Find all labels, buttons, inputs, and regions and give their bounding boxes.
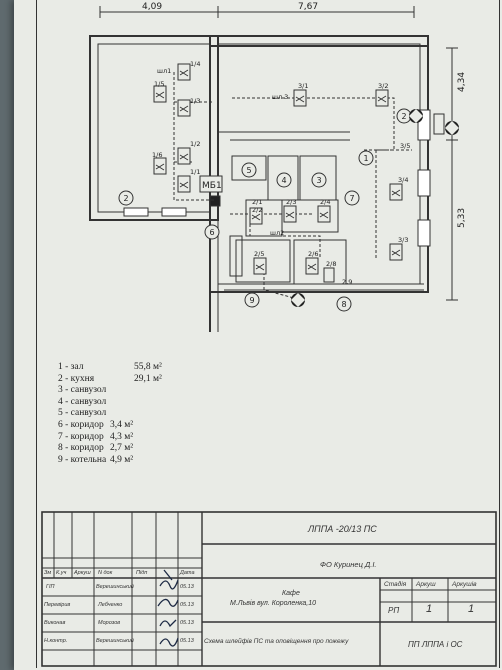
title-object-line1: Кафе (282, 590, 300, 597)
header-ndok: N док (98, 570, 113, 576)
role-row-ncontrol-date: 05.13 (180, 638, 194, 644)
title-org: ПП ЛППА і ОС (408, 640, 463, 649)
device-2-5: 2/5 (254, 250, 264, 258)
room-3: 3 (316, 176, 321, 185)
device-2-4: 2/4 (320, 198, 330, 206)
value-stadia: РП (388, 606, 400, 615)
legend-row: 4 - санвузол (58, 396, 107, 407)
role-row-done-name: Морозов (98, 620, 121, 626)
room-8: 8 (341, 300, 346, 309)
room-1: 1 (363, 154, 368, 163)
role-row-ncontrol-name: Верешинський (96, 638, 134, 644)
device-2-3: 2/3 (286, 198, 296, 206)
title-block-grid (41, 511, 497, 667)
room-7: 7 (349, 194, 354, 203)
device-1-3: 1/3 (190, 97, 200, 105)
col-header-arkush: Аркуш (416, 581, 436, 588)
title-code: ЛППА -20/13 ПС (308, 524, 377, 534)
room-6: 6 (209, 228, 214, 237)
header-data: Дата (180, 570, 195, 576)
device-3-3: 3/3 (398, 236, 408, 244)
room-9: 9 (249, 296, 254, 305)
loop-label-shl1: шл1 (157, 67, 171, 75)
device-2-8: 2/8 (326, 260, 336, 268)
floor-plan: 4,09 7,67 4,34 5,33 шл1 шл2 шл 3 1/4 1/5… (89, 2, 467, 332)
role-row-checked-name: Лебченко (98, 602, 123, 608)
device-2-6: 2/6 (308, 250, 318, 258)
value-arkushiv: 1 (468, 603, 475, 615)
dim-right-top: 4,34 (457, 72, 467, 92)
legend-row: 3 - санвузол (58, 385, 107, 396)
device-1-5: 1/5 (154, 80, 164, 88)
device-3-5: 3/5 (400, 142, 410, 150)
role-row-checked-date: 05.13 (180, 602, 194, 608)
dim-right-bottom: 5,33 (457, 208, 467, 228)
panel-mb1: МБ1 (202, 181, 222, 191)
legend-row: 5 - санвузол (58, 408, 107, 419)
title-block: ЛППА -20/13 ПС ФО Куринец Д.І. Кафе М.Ль… (36, 510, 498, 668)
role-row-done-date: 05.13 (180, 620, 194, 626)
dim-top-right: 7,67 (298, 2, 318, 12)
role-row-gip-name: Верешинський (96, 584, 134, 590)
device-3-4: 3/4 (398, 176, 408, 184)
device-1-1: 1/1 (190, 168, 200, 176)
role-row-done: Виконав (44, 620, 66, 626)
role-row-checked: Перевірив (44, 602, 71, 608)
header-pidp: Підп (136, 570, 148, 576)
device-2-1: 2/1 (252, 198, 262, 206)
header-kilk: К.уч (56, 570, 67, 576)
device-3-2: 3/2 (378, 82, 388, 90)
header-arkush: Аркуш (74, 570, 91, 576)
header-zm: Зм (44, 570, 52, 576)
device-1-2: 1/2 (190, 140, 200, 148)
col-header-stadia: Стадія (384, 581, 407, 588)
role-row-gip-date: 05.13 (180, 584, 194, 590)
sheet-frame (36, 0, 500, 668)
device-2-9: 2,9 (342, 278, 352, 286)
loop-label-shl2: шл2 (270, 229, 284, 237)
device-3-1: 3/1 (298, 82, 308, 90)
device-2-2: 2/2 (252, 206, 262, 214)
device-1-4: 1/4 (190, 60, 200, 68)
dim-top-left: 4,09 (142, 2, 162, 12)
title-drawing: Схема шлейфів ПС та оповіщення про пожеж… (204, 638, 349, 645)
value-arkush: 1 (426, 603, 433, 615)
role-row-ncontrol: Н.контр. (44, 638, 68, 644)
siren-2-label: 2 (401, 112, 406, 121)
title-owner: ФО Куринец Д.І. (320, 560, 377, 569)
room-5: 5 (246, 166, 251, 175)
role-row-gip: ГІП (46, 584, 55, 590)
room-4: 4 (281, 176, 286, 185)
loop-label-shl3: шл 3 (272, 93, 288, 101)
room-2: 2 (123, 194, 128, 203)
title-object-line2: М.Львів вул. Короленка,10 (230, 600, 317, 607)
device-1-6: 1/6 (152, 151, 162, 159)
drawing-sheet: 4,09 7,67 4,34 5,33 шл1 шл2 шл 3 1/4 1/5… (14, 0, 502, 670)
col-header-arkushiv: Аркушів (452, 581, 477, 588)
